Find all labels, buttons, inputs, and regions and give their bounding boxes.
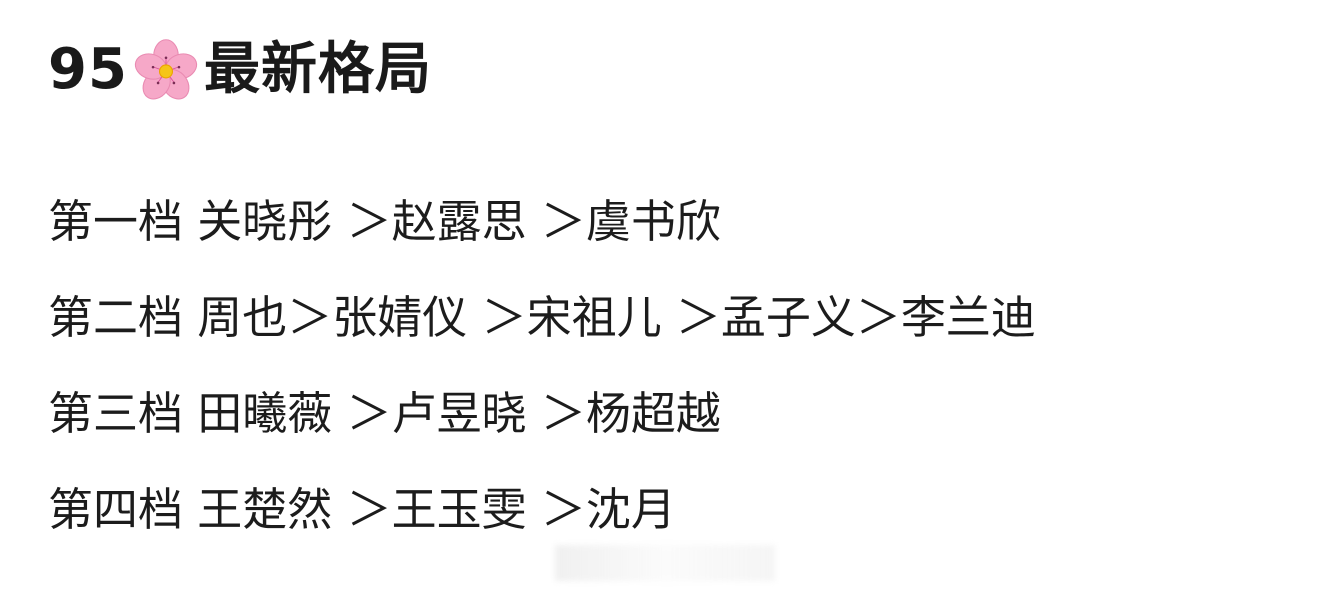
watermark-blur xyxy=(555,545,775,581)
title-text: 最新格局 xyxy=(203,37,432,102)
tier-3-line: 第三档 田曦薇 ＞卢昱晓 ＞杨超越 xyxy=(48,387,721,440)
title-prefix: 95 xyxy=(48,37,128,102)
cherry-blossom-icon xyxy=(130,34,202,106)
tier-2-line: 第二档 周也＞张婧仪 ＞宋祖儿 ＞孟子义＞李兰迪 xyxy=(48,291,1036,344)
tier-1-line: 第一档 关晓彤 ＞赵露思 ＞虞书欣 xyxy=(48,195,721,248)
page-title: 95 xyxy=(48,30,432,110)
tier-4-line: 第四档 王楚然 ＞王玉雯 ＞沈月 xyxy=(48,483,676,536)
